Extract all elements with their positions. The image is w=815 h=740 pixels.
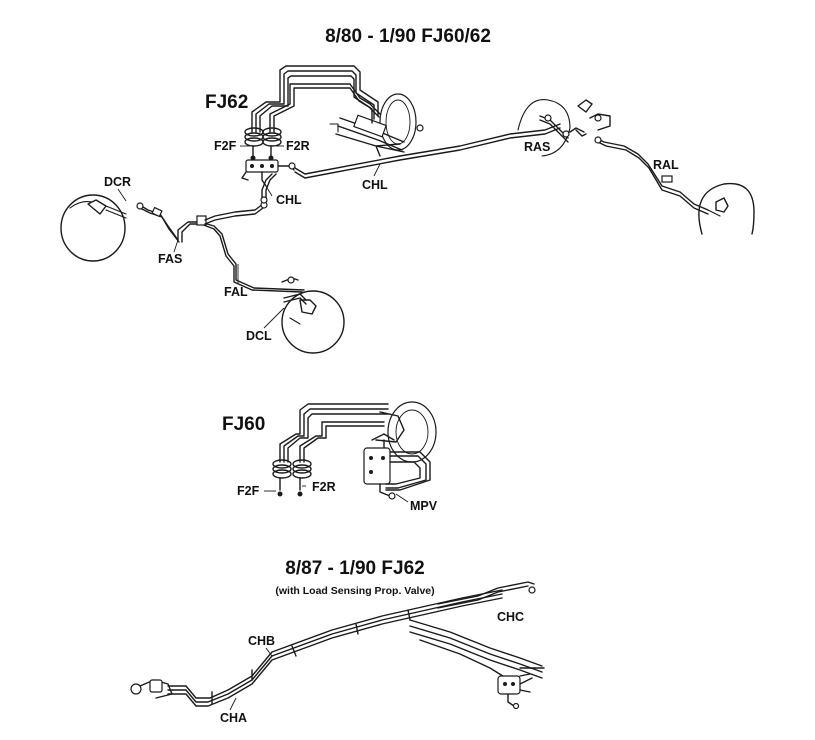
- label-mpv: MPV: [410, 499, 438, 513]
- brake-booster: [329, 93, 424, 153]
- rear-axle-hose: [517, 99, 611, 157]
- rear-drum: [698, 182, 755, 235]
- label-cha: CHA: [220, 711, 247, 725]
- fj60-assembly: [272, 401, 437, 500]
- load-sensing-valve: [497, 675, 533, 710]
- left-fitting: [130, 683, 142, 695]
- fj62-heading: FJ62: [205, 92, 248, 113]
- chl-long-line: [294, 123, 561, 179]
- label-ras: RAS: [524, 140, 550, 154]
- label-chl-long: CHL: [362, 178, 388, 192]
- label-f2f-mid: F2F: [237, 484, 260, 498]
- front-axle-line: [177, 201, 305, 293]
- label-ral: RAL: [653, 158, 679, 172]
- late-fj62-assembly: [130, 581, 545, 710]
- label-f2r-mid: F2R: [312, 480, 336, 494]
- label-chl-short: CHL: [276, 193, 302, 207]
- mpv-valve: [363, 439, 431, 500]
- fj62-top-loops: [244, 65, 381, 161]
- fj60-heading: FJ60: [222, 414, 265, 435]
- fj62-assembly: [60, 65, 755, 354]
- label-f2r-top: F2R: [286, 139, 310, 153]
- label-chb: CHB: [248, 634, 275, 648]
- label-dcr: DCR: [104, 175, 131, 189]
- labels: DCR FAS FAL DCL F2F F2R CHL CHL RAS RAL …: [104, 139, 679, 725]
- label-fal: FAL: [224, 285, 248, 299]
- rear-axle-line: [594, 136, 709, 215]
- front-right-disc: [60, 194, 127, 262]
- proportioning-valve-top: [241, 159, 296, 187]
- late-fj62-subtitle: (with Load Sensing Prop. Valve): [275, 585, 434, 597]
- main-title: 8/80 - 1/90 FJ60/62: [325, 26, 491, 47]
- chl-short-line: [260, 173, 277, 204]
- label-f2f-top: F2F: [214, 139, 237, 153]
- fj60-booster: [387, 401, 437, 463]
- label-fas: FAS: [158, 252, 182, 266]
- label-chc: CHC: [497, 610, 524, 624]
- label-dcl: DCL: [246, 329, 272, 343]
- front-right-hose: [136, 202, 180, 243]
- late-fj62-title: 8/87 - 1/90 FJ62: [285, 558, 424, 579]
- front-left-disc: [281, 290, 345, 354]
